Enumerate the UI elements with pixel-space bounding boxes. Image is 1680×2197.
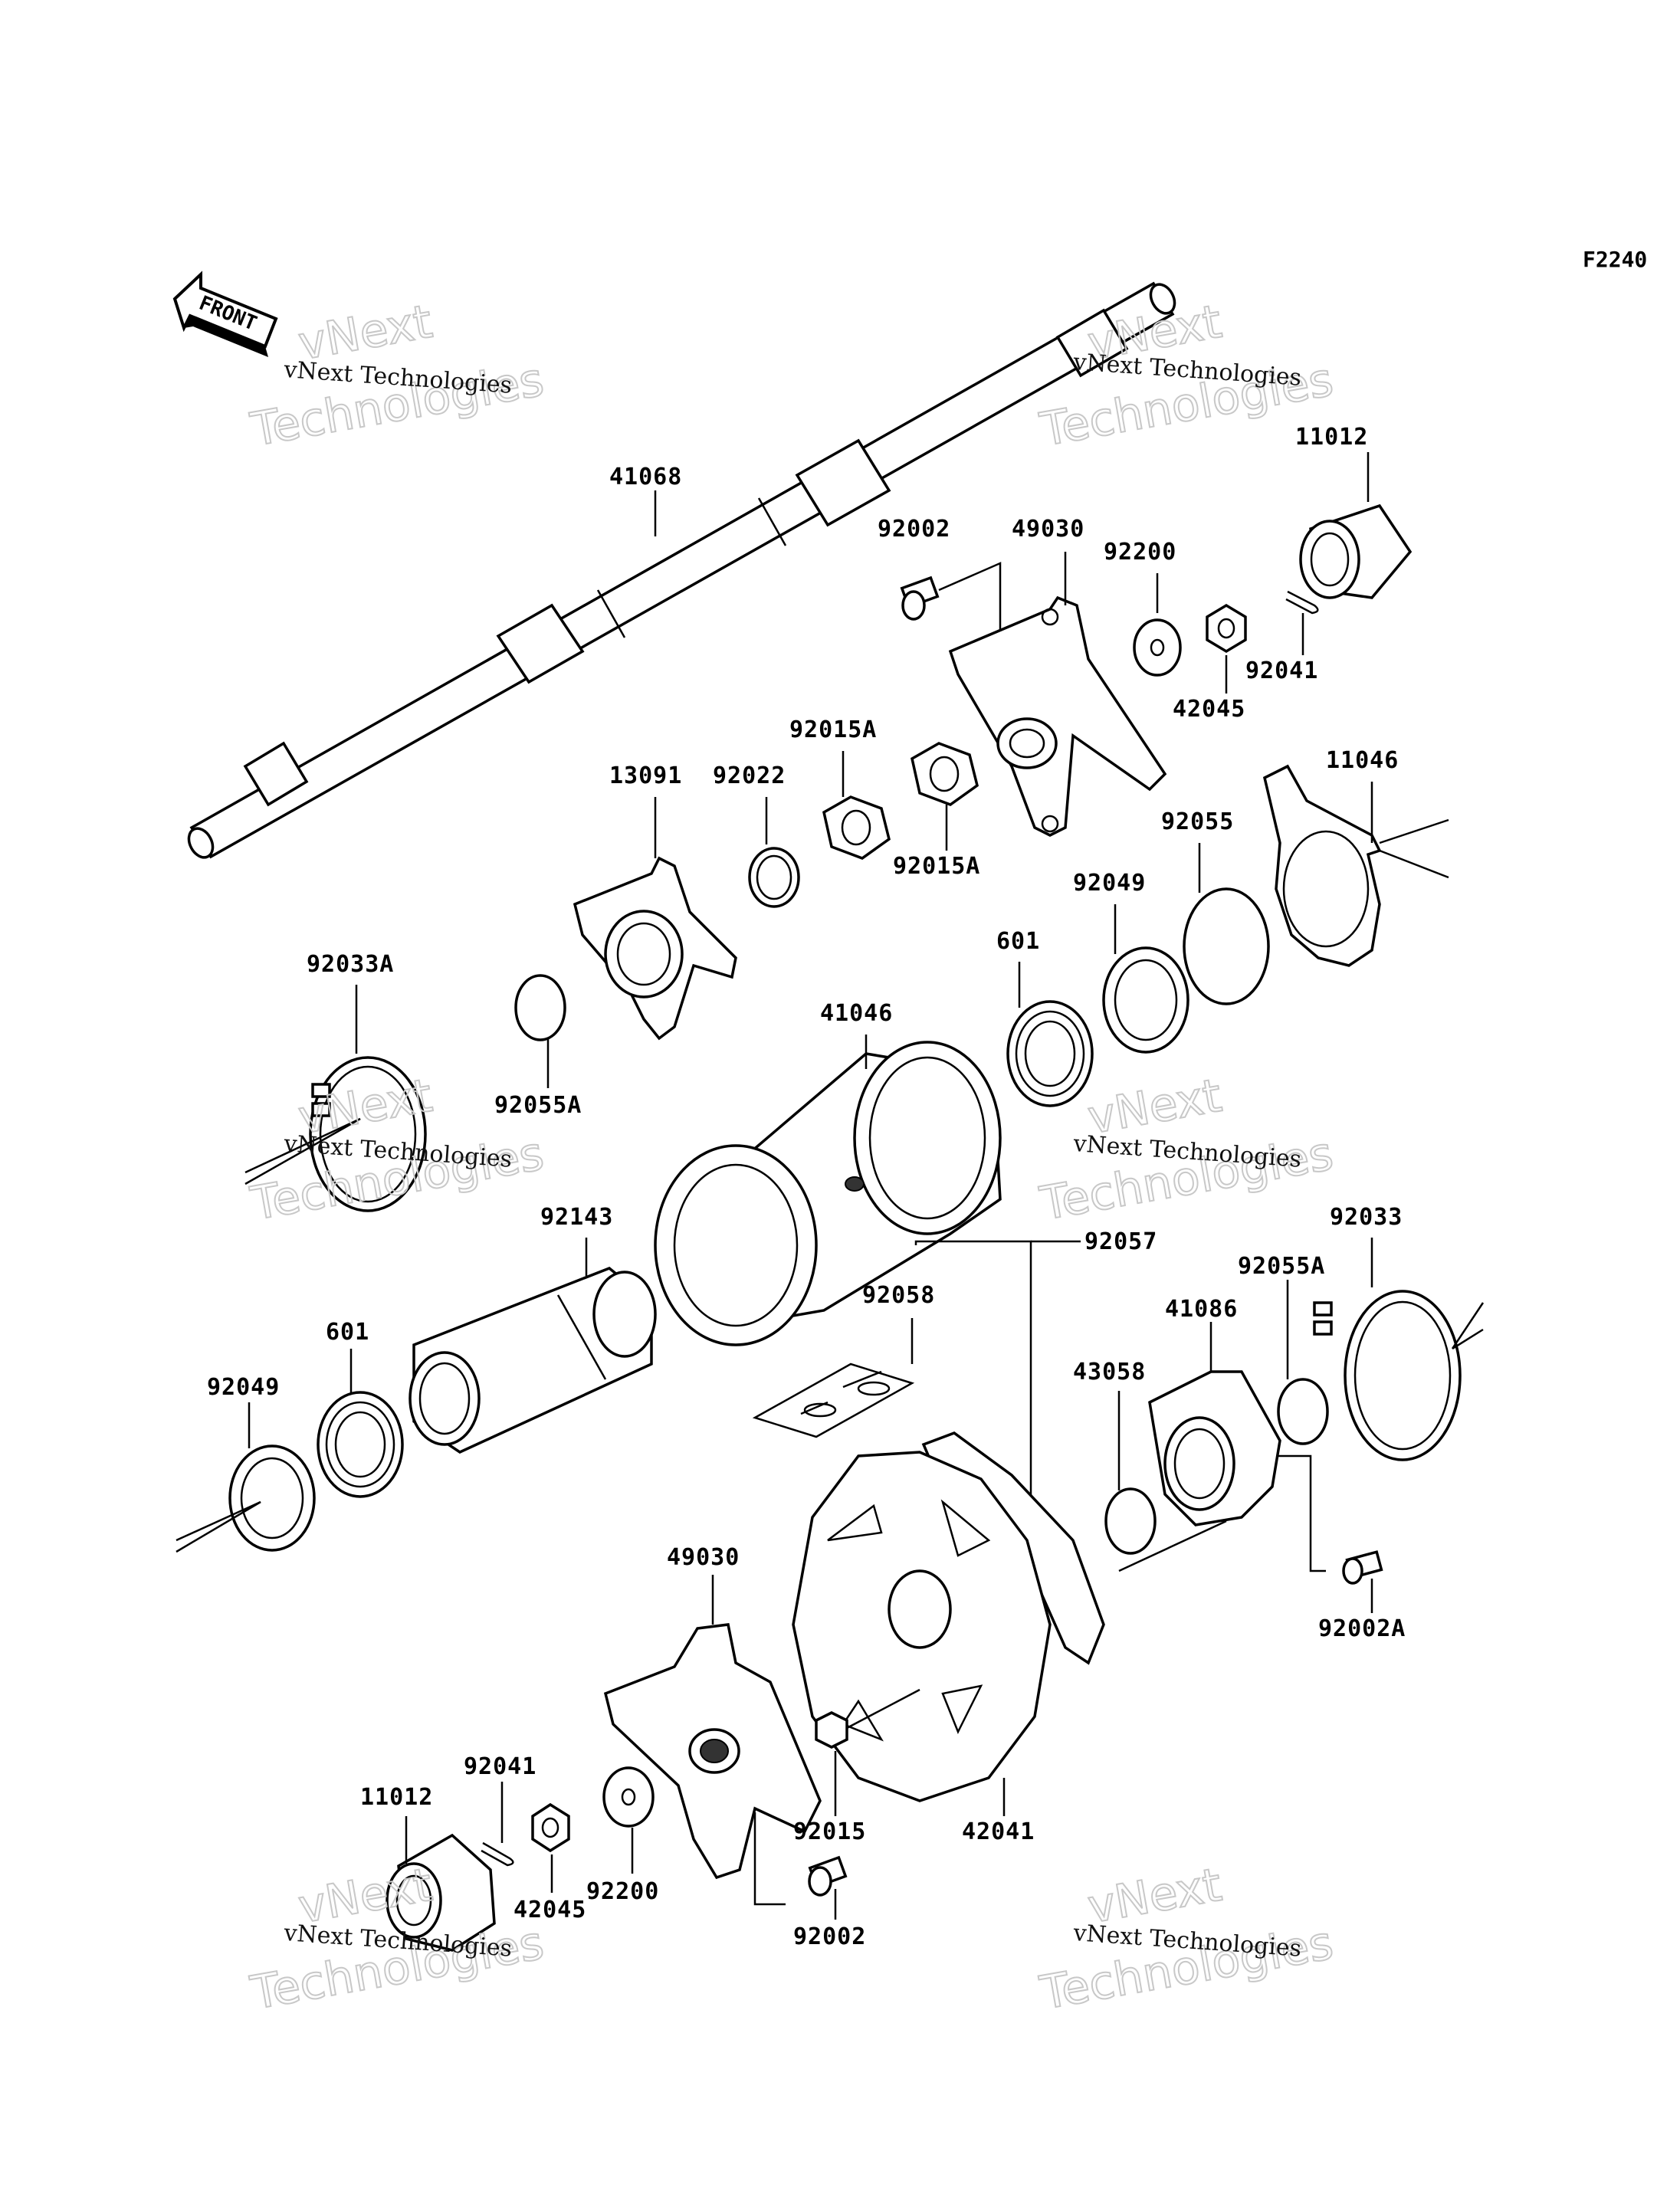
spring-ring xyxy=(1104,1487,1157,1555)
label-92002-top: 92002 xyxy=(878,516,950,543)
upper-hub-flange xyxy=(948,595,1167,837)
label-92041-top: 92041 xyxy=(1245,657,1318,684)
lock-nut-b xyxy=(911,742,979,806)
hub-cap-bottom xyxy=(386,1833,496,1952)
label-11046: 11046 xyxy=(1326,747,1399,774)
label-42045-top: 42045 xyxy=(1173,696,1245,723)
hub-cap-top xyxy=(1299,503,1413,599)
label-92002A: 92002A xyxy=(1318,1615,1406,1642)
washer-top xyxy=(1133,618,1182,677)
bolt-hub xyxy=(1342,1550,1383,1585)
master-link-kit xyxy=(752,1362,915,1438)
brake-hub xyxy=(573,856,737,1041)
label-49030-bottom: 49030 xyxy=(667,1544,740,1571)
label-92049-top: 92049 xyxy=(1073,870,1146,897)
label-42041: 42041 xyxy=(962,1818,1035,1845)
front-arrow-icon: FRONT xyxy=(172,271,278,357)
label-41046: 41046 xyxy=(820,1000,893,1027)
cotter-pin-top xyxy=(1285,590,1319,615)
label-49030-top: 49030 xyxy=(1012,516,1084,543)
label-92055A-right: 92055A xyxy=(1238,1253,1325,1280)
bearing-top xyxy=(1006,1000,1094,1107)
label-92049-bottom: 92049 xyxy=(207,1374,280,1401)
circlip-right xyxy=(1313,1290,1462,1461)
label-92057: 92057 xyxy=(1084,1228,1157,1255)
label-92015A-a: 92015A xyxy=(789,716,877,743)
washer-bottom xyxy=(602,1766,655,1828)
castle-nut-bottom xyxy=(531,1802,570,1853)
label-92055A-left: 92055A xyxy=(494,1092,582,1119)
oil-seal-top xyxy=(1102,946,1189,1054)
label-601-bottom: 601 xyxy=(326,1319,369,1346)
label-92002-bottom: 92002 xyxy=(793,1923,866,1950)
label-601-top: 601 xyxy=(996,928,1040,955)
cotter-pin-bottom xyxy=(481,1841,514,1867)
o-ring xyxy=(1183,887,1270,1005)
label-42045-bottom: 42045 xyxy=(514,1897,586,1923)
label-92033A: 92033A xyxy=(307,951,394,978)
label-43058: 43058 xyxy=(1073,1359,1146,1385)
bearing-bottom xyxy=(317,1391,404,1498)
castle-nut-top xyxy=(1206,603,1247,654)
lower-hub-flange xyxy=(603,1623,822,1880)
label-92200-top: 92200 xyxy=(1104,539,1176,566)
label-41086: 41086 xyxy=(1165,1296,1238,1323)
o-ring-right xyxy=(1277,1378,1329,1445)
spacer-ring xyxy=(748,847,800,908)
sprocket-nut xyxy=(815,1711,848,1749)
label-92022: 92022 xyxy=(713,762,786,789)
label-92033: 92033 xyxy=(1330,1204,1403,1231)
label-13091: 13091 xyxy=(609,762,682,789)
sleeve xyxy=(409,1266,657,1454)
caliper-bracket xyxy=(1262,764,1382,967)
label-92200-bottom: 92200 xyxy=(586,1878,659,1905)
o-ring-small xyxy=(514,974,566,1041)
circlip-large xyxy=(309,1056,427,1212)
oil-seal-bottom xyxy=(228,1444,316,1552)
label-11012-bottom: 11012 xyxy=(360,1784,433,1811)
label-41068: 41068 xyxy=(609,464,682,490)
label-92015A-b: 92015A xyxy=(893,853,980,880)
label-11012-top: 11012 xyxy=(1295,424,1368,451)
label-92041-bottom: 92041 xyxy=(464,1753,536,1780)
label-92055: 92055 xyxy=(1161,808,1234,835)
axle-shaft xyxy=(187,281,1176,859)
diagram-code: F2240 xyxy=(1583,247,1647,272)
label-92015: 92015 xyxy=(793,1818,866,1845)
sprocket-hub xyxy=(1148,1370,1281,1526)
lock-nut-a xyxy=(822,795,891,860)
bolt-top xyxy=(900,575,940,621)
label-92143: 92143 xyxy=(540,1204,613,1231)
drive-sprocket xyxy=(792,1451,1052,1802)
axle-housing xyxy=(654,1041,1002,1346)
label-92058: 92058 xyxy=(862,1282,935,1309)
bolt-lower xyxy=(808,1855,848,1897)
